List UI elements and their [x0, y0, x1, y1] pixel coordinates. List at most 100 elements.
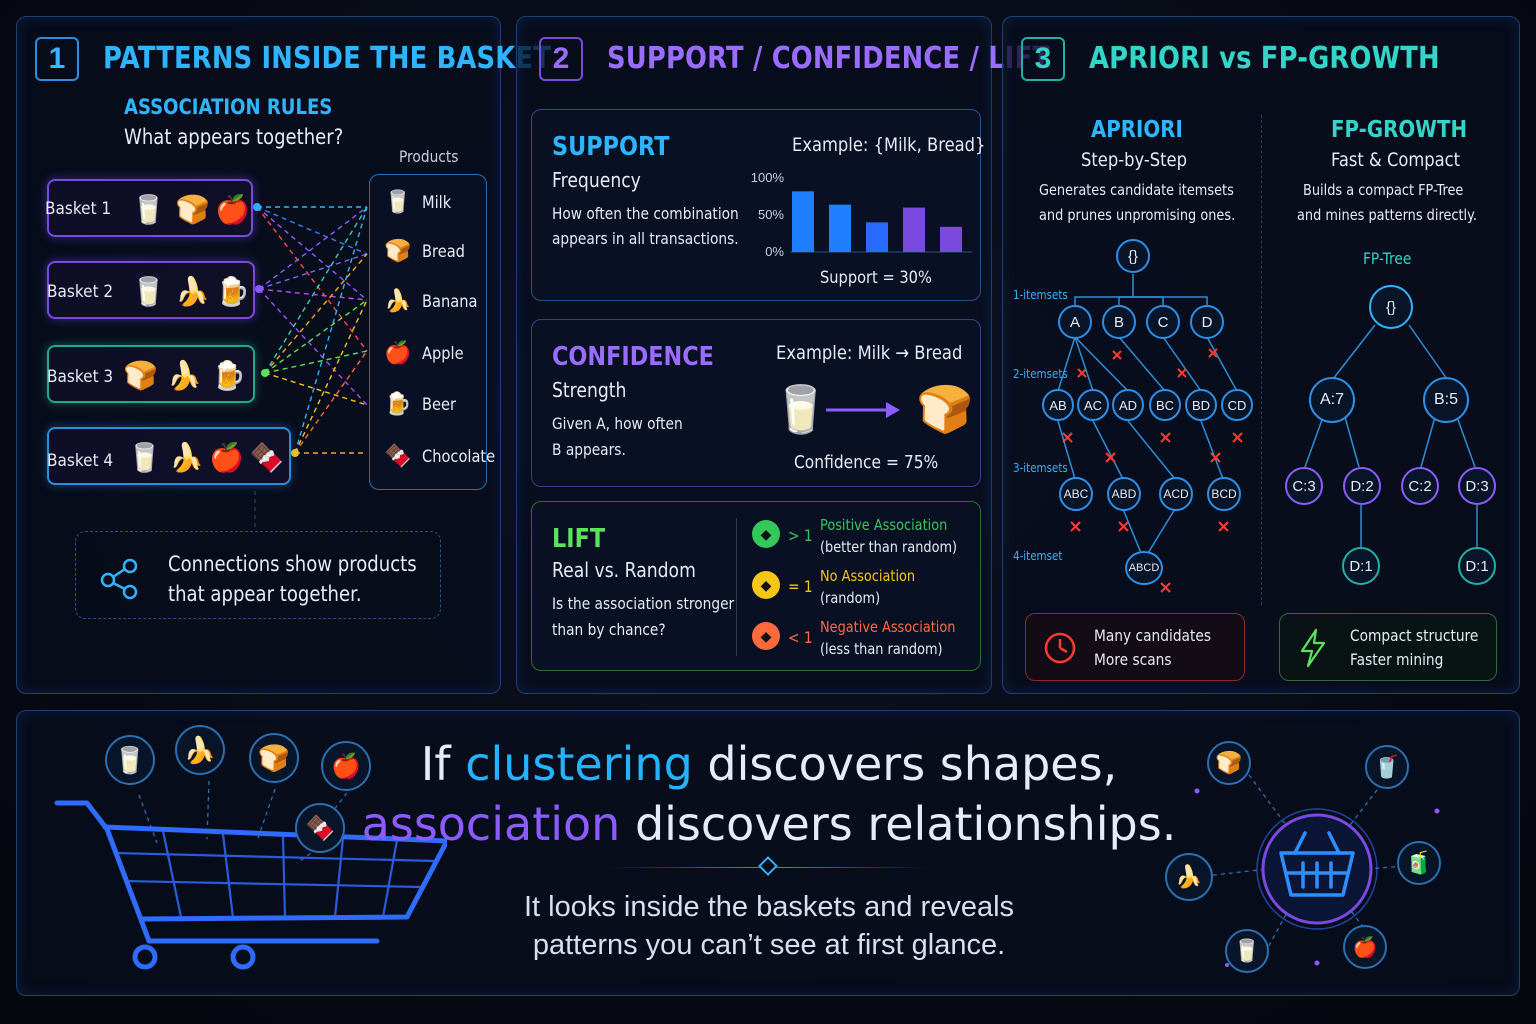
- lift-divider: [736, 518, 737, 656]
- support-bar-chart: 100%50%0%: [751, 170, 972, 259]
- panel-metrics: 2 SUPPORT / CONFIDENCE / LIFT SUPPORT Fr…: [516, 16, 1050, 694]
- confidence-example: Example: Milk → Bread: [776, 342, 963, 364]
- fp-node-d2: D:2: [1343, 467, 1381, 505]
- diamond-icon: ◆: [752, 520, 780, 548]
- lift-op: = 1: [788, 577, 813, 596]
- fp-node-d1: D:1: [1342, 547, 1380, 585]
- section-question: What appears together?: [124, 125, 344, 149]
- apple-icon: 🍎: [209, 442, 244, 473]
- level-label: 3-itemsets: [1013, 461, 1068, 475]
- drink-icon: 🥤: [1373, 754, 1401, 779]
- diamond-icon: ◆: [752, 622, 780, 650]
- bread-icon: 🍞: [916, 383, 974, 435]
- y-tick-label: 100%: [751, 170, 785, 185]
- bread-icon: 🍞: [257, 742, 291, 773]
- y-tick-label: 50%: [758, 207, 784, 222]
- lift-detail: (less than random): [820, 640, 943, 658]
- bottom-banner: 🥛 🍌 🍞 🍎 🍫 If clustering discovers shapes…: [16, 710, 1520, 996]
- itemset-node: CD: [1221, 389, 1253, 421]
- apriori-footer-line1: Many candidates: [1094, 626, 1212, 645]
- chocolate-icon: 🍫: [249, 442, 284, 473]
- basket2-links: [258, 206, 368, 406]
- fp-root-node: {}: [1369, 285, 1413, 329]
- fp-node-d1: D:1: [1458, 547, 1496, 585]
- itemset-node: BCD: [1207, 477, 1241, 511]
- support-desc-1: How often the combination: [552, 204, 739, 223]
- panel-number: 1: [35, 37, 79, 81]
- beer-icon: 🍺: [215, 276, 250, 307]
- basket-items-3: 🍞 🍌 🍺: [47, 345, 255, 403]
- basket-label: Basket 3: [47, 367, 114, 387]
- itemset-node: ABC: [1059, 477, 1093, 511]
- column-divider: [1261, 115, 1262, 605]
- basket-items-2: 🥛 🍌 🍺: [47, 261, 255, 319]
- bread-icon: 🍞: [123, 360, 158, 391]
- support-bar: [792, 191, 814, 252]
- arrow-right-icon: [826, 402, 900, 418]
- milk-icon: 🥛: [1233, 938, 1261, 963]
- fp-node-d3: D:3: [1458, 467, 1496, 505]
- product-item-beer: 🍺 Beer: [384, 391, 457, 416]
- support-desc-2: appears in all transactions.: [552, 229, 739, 248]
- divider-diamond-icon: [758, 856, 778, 876]
- lightning-icon: [1300, 628, 1326, 668]
- lift-title: LIFT: [552, 524, 606, 554]
- bread-icon: 🍞: [384, 238, 412, 263]
- fpgrowth-desc-1: Builds a compact FP-Tree: [1303, 181, 1464, 199]
- share-icon: [100, 558, 138, 600]
- beer-icon: 🍺: [384, 391, 412, 416]
- apriori-desc-1: Generates candidate itemsets: [1039, 181, 1234, 199]
- apple-icon: 🍎: [215, 194, 250, 225]
- connections-graph: [253, 203, 368, 531]
- basket4-links: [294, 206, 368, 454]
- milk-icon: 🥛: [384, 189, 412, 214]
- connections-note: Connections show products that appear to…: [75, 531, 441, 619]
- product-item-apple: 🍎 Apple: [384, 340, 464, 365]
- headline-line1: If clustering discovers shapes,: [420, 737, 1118, 791]
- itemset-node: BC: [1149, 389, 1181, 421]
- fp-tree-edges: [1304, 324, 1478, 547]
- lift-subtitle: Real vs. Random: [552, 558, 696, 582]
- milk-icon: 🥛: [131, 276, 166, 307]
- clock-icon: [1044, 632, 1076, 664]
- support-bar: [866, 222, 888, 252]
- lift-label: Negative Association: [820, 618, 956, 636]
- itemset-node: ACD: [1159, 477, 1193, 511]
- apriori-footer-line2: More scans: [1094, 650, 1172, 669]
- fpgrowth-footer: Compact structure Faster mining: [1279, 613, 1497, 681]
- fp-node-c3: C:3: [1285, 467, 1323, 505]
- apple-icon: 🍎: [384, 340, 412, 365]
- level-label: 1-itemsets: [1013, 288, 1068, 302]
- itemset-node: AB: [1042, 389, 1074, 421]
- lift-op: < 1: [788, 628, 813, 647]
- bread-icon: 🍞: [175, 194, 210, 225]
- product-item-bread: 🍞 Bread: [384, 238, 465, 263]
- itemset-node: AC: [1077, 389, 1109, 421]
- fpgrowth-footer-line1: Compact structure: [1350, 626, 1479, 645]
- section-subtitle: ASSOCIATION RULES: [124, 95, 333, 119]
- confidence-desc-1: Given A, how often: [552, 414, 683, 433]
- network-banana: 🍌: [1165, 853, 1213, 901]
- milk-icon: 🥛: [772, 383, 830, 435]
- banana-icon: 🍌: [167, 360, 202, 391]
- confidence-subtitle: Strength: [552, 378, 627, 402]
- subtext-line1: It looks inside the baskets and reveals: [523, 891, 1015, 923]
- apriori-title: APRIORI: [1091, 117, 1183, 143]
- lift-detail: (random): [820, 589, 881, 607]
- products-header: Products: [399, 147, 459, 166]
- floating-chocolate: 🍫: [295, 803, 345, 853]
- product-item-chocolate: 🍫 Chocolate: [384, 443, 496, 468]
- basket3-links: [264, 206, 368, 406]
- support-result: Support = 30%: [820, 268, 932, 288]
- level-label: 4-itemset: [1013, 549, 1063, 563]
- itemset-node: D: [1190, 305, 1224, 339]
- network-milk: 🥛: [1225, 929, 1269, 973]
- headline-line2: association discovers relationships.: [361, 797, 1177, 851]
- banana-icon: 🍌: [175, 276, 210, 307]
- network-drink: 🥤: [1365, 745, 1409, 789]
- panel-number: 3: [1021, 37, 1065, 81]
- lift-op: > 1: [788, 526, 813, 545]
- milk-icon: 🥛: [113, 744, 147, 775]
- confidence-result: Confidence = 75%: [794, 452, 939, 473]
- floating-apple: 🍎: [321, 741, 371, 791]
